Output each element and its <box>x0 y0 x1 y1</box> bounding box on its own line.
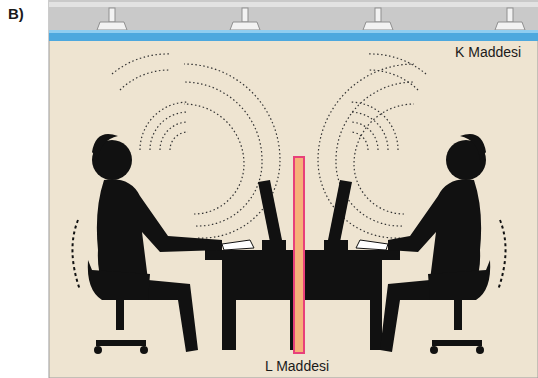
panel-letter: B) <box>8 6 24 22</box>
material-label: L Maddesi <box>265 358 329 374</box>
material-label: K Maddesi <box>455 44 521 60</box>
l-material-partition <box>294 157 304 353</box>
left-chair-motion <box>72 220 80 290</box>
room-background <box>49 0 538 378</box>
left-person <box>88 134 222 354</box>
right-person <box>380 134 490 354</box>
k-material-band <box>49 30 538 41</box>
ceiling <box>49 0 538 30</box>
right-chair-motion <box>498 220 506 290</box>
